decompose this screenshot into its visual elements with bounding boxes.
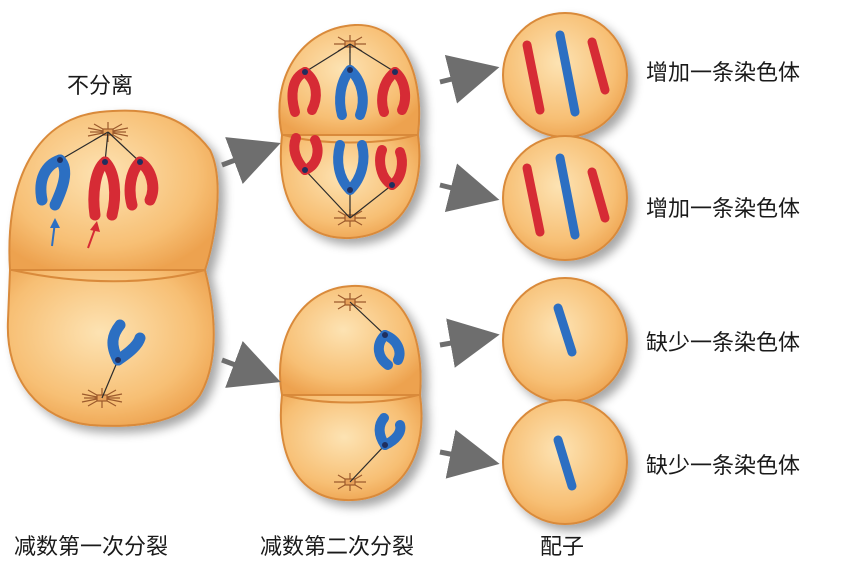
result-label-4: 缺少一条染色体 (646, 454, 801, 479)
chromosomes (35, 30, 610, 491)
arrow-to-gamete-4 (439, 429, 500, 479)
arrow-m1-to-m2-upper (221, 137, 281, 184)
process-arrows (221, 55, 500, 479)
chromosome-blue (112, 332, 146, 366)
nondisjunction-label: 不分离 (67, 74, 134, 99)
meiosis1-label: 减数第一次分裂 (14, 535, 169, 560)
chromosome-red (134, 156, 159, 206)
result-label-1: 增加一条染色体 (646, 61, 801, 86)
result-label-3: 缺少一条染色体 (646, 331, 801, 356)
chromosome-blue (49, 154, 71, 211)
centromeres (57, 67, 398, 448)
arrow-to-gamete-3 (439, 318, 500, 368)
meiosis2-lower-cell (279, 284, 423, 502)
arrow-to-gamete-2 (439, 163, 500, 212)
arrow-to-gamete-1 (439, 55, 500, 104)
chromosome-red (99, 156, 121, 221)
gametes-label: 配子 (540, 535, 585, 560)
meiosis2-label: 减数第二次分裂 (260, 535, 415, 560)
arrow-m1-to-m2-lower (221, 341, 281, 388)
nondisjunction-indicators (50, 218, 100, 249)
result-label-2: 增加一条染色体 (646, 197, 801, 222)
meiosis1-cell (6, 109, 219, 427)
meiosis2-upper-cell (278, 23, 421, 240)
